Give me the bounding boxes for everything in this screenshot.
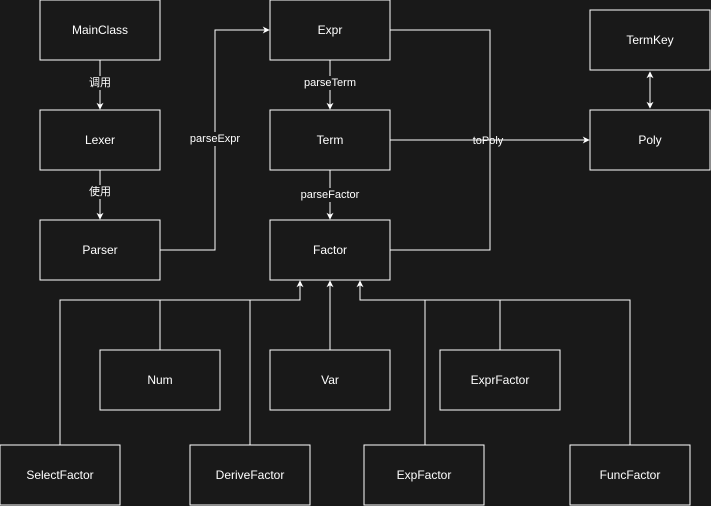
node-label: SelectFactor [26, 468, 93, 482]
node-var[interactable]: Var [269, 349, 391, 411]
node-parser[interactable]: Parser [39, 219, 161, 281]
edge-label-main-lexer: 调用 [86, 76, 114, 90]
edge-expr-topoly [390, 29, 491, 140]
edge-label-term-factor: parseFactor [298, 188, 362, 202]
node-label: Poly [638, 133, 661, 147]
edge-label-text: parseFactor [301, 189, 360, 201]
node-label: ExprFactor [471, 373, 530, 387]
edge-label-text: toPoly [473, 135, 504, 147]
node-label: FuncFactor [600, 468, 661, 482]
edge-factor-topoly [390, 140, 491, 251]
node-num[interactable]: Num [99, 349, 221, 411]
node-poly[interactable]: Poly [589, 109, 711, 171]
edge-label-expr-term: parseTerm [302, 76, 358, 90]
node-label: Expr [318, 23, 343, 37]
node-expfactor[interactable]: ExpFactor [363, 444, 485, 506]
node-label: Num [147, 373, 172, 387]
node-label: Parser [82, 243, 117, 257]
node-label: Term [317, 133, 344, 147]
edge-label-text: parseExpr [190, 133, 240, 145]
edge-label-topoly: toPoly [473, 135, 504, 147]
node-derivefactor[interactable]: DeriveFactor [189, 444, 311, 506]
node-label: TermKey [626, 33, 673, 47]
edge-label-parser-expr: parseExpr [188, 132, 242, 146]
node-lexer[interactable]: Lexer [39, 109, 161, 171]
node-termkey[interactable]: TermKey [589, 9, 711, 71]
node-label: MainClass [72, 23, 128, 37]
node-label: ExpFactor [397, 468, 452, 482]
node-label: Lexer [85, 133, 115, 147]
node-selectfactor[interactable]: SelectFactor [0, 444, 121, 506]
node-label: Factor [313, 243, 347, 257]
node-exprfactor[interactable]: ExprFactor [439, 349, 561, 411]
node-term[interactable]: Term [269, 109, 391, 171]
node-label: Var [321, 373, 339, 387]
node-factor[interactable]: Factor [269, 219, 391, 281]
edge-label-lexer-parser: 使用 [86, 185, 114, 199]
node-funcfactor[interactable]: FuncFactor [569, 444, 691, 506]
node-label: DeriveFactor [216, 468, 285, 482]
edge-label-text: parseTerm [304, 77, 356, 89]
edge-label-text: 使用 [89, 185, 111, 198]
node-expr[interactable]: Expr [269, 0, 391, 61]
edge-funcfactor-factor [356, 280, 631, 445]
edge-label-text: 调用 [89, 76, 111, 89]
edge-selectfactor-factor [59, 280, 304, 445]
node-mainclass[interactable]: MainClass [39, 0, 161, 61]
